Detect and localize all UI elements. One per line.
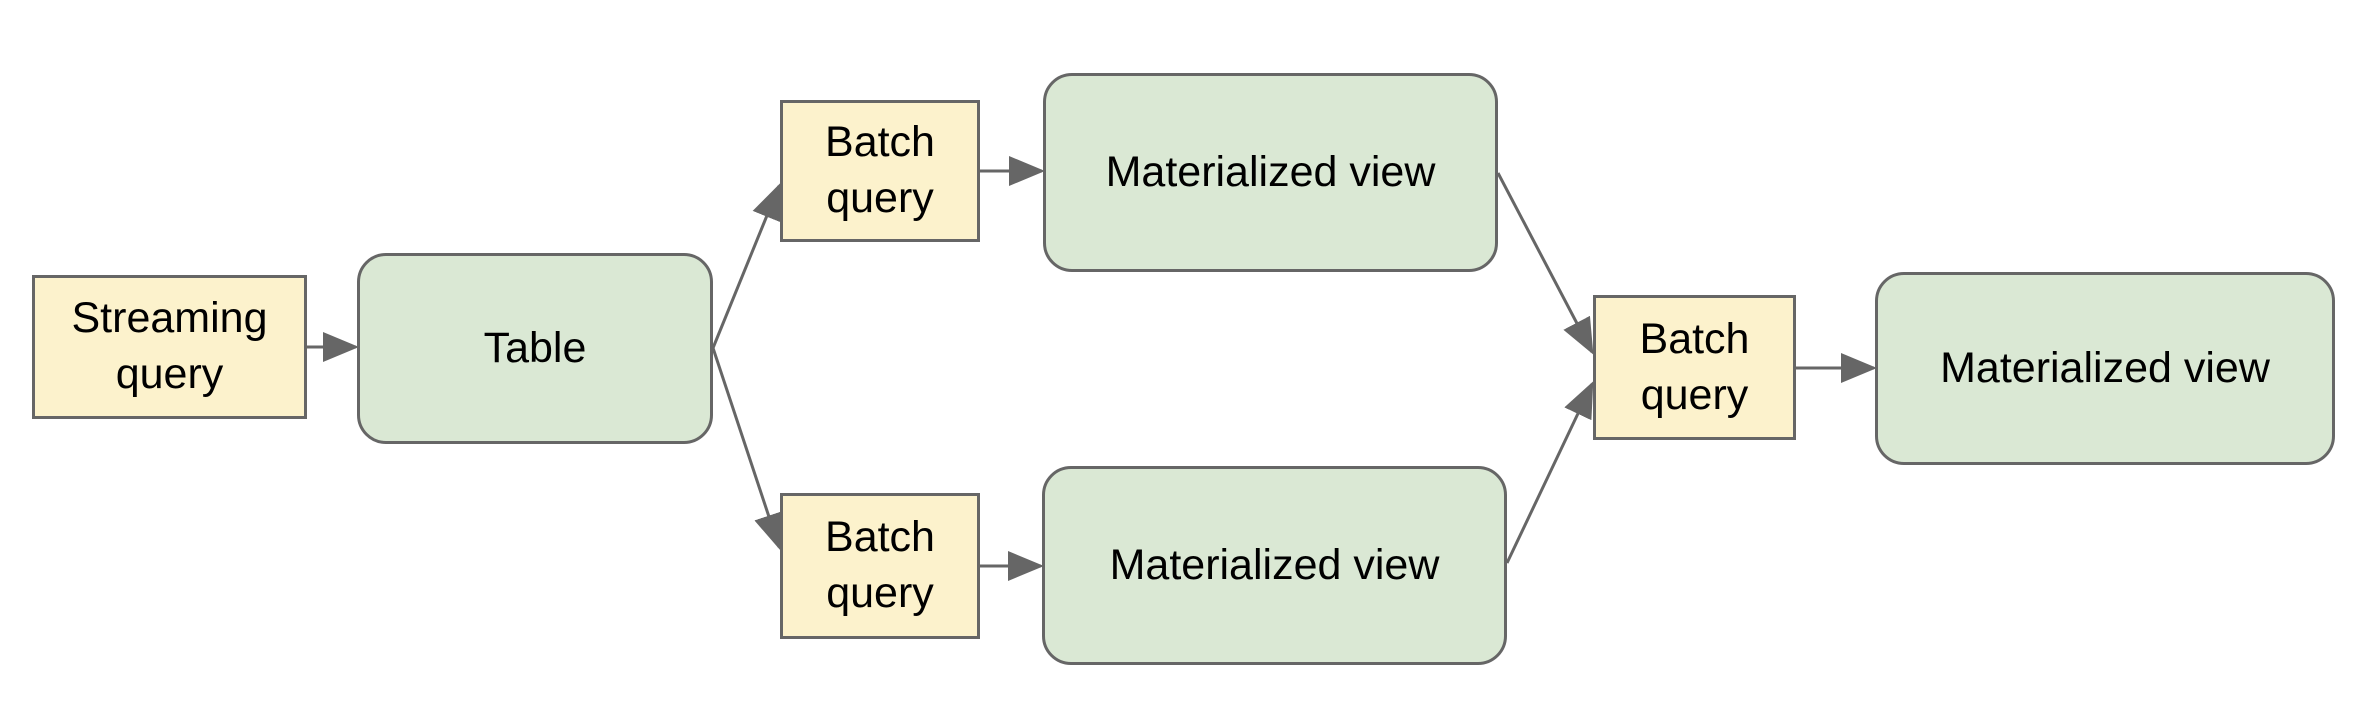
node-table: Table [357, 253, 713, 444]
node-label: Table [483, 323, 587, 372]
edge-table-to-batch-query-bottom [711, 347, 783, 550]
edge-materialized-view-top-to-batch-query-right [1496, 172, 1594, 355]
node-materialized-view-right: Materialized view [1875, 272, 2335, 465]
edge-materialized-view-bottom-to-batch-query-right [1505, 381, 1594, 564]
node-label: Materialized view [1109, 540, 1440, 589]
node-label: Materialized view [1940, 343, 2270, 392]
node-streaming-query: Streaming query [32, 275, 307, 419]
node-materialized-view-bottom: Materialized view [1042, 466, 1507, 665]
edge-table-to-batch-query-top [711, 183, 781, 349]
node-materialized-view-top: Materialized view [1043, 73, 1498, 272]
node-label: Streaming query [71, 294, 268, 398]
node-batch-query-top: Batch query [780, 100, 980, 242]
node-label: Batch query [1639, 314, 1750, 419]
node-batch-query-right: Batch query [1593, 295, 1796, 440]
node-batch-query-bottom: Batch query [780, 493, 980, 639]
node-label: Batch query [825, 513, 935, 617]
node-label: Batch query [825, 118, 935, 222]
node-label: Materialized view [1105, 147, 1436, 196]
